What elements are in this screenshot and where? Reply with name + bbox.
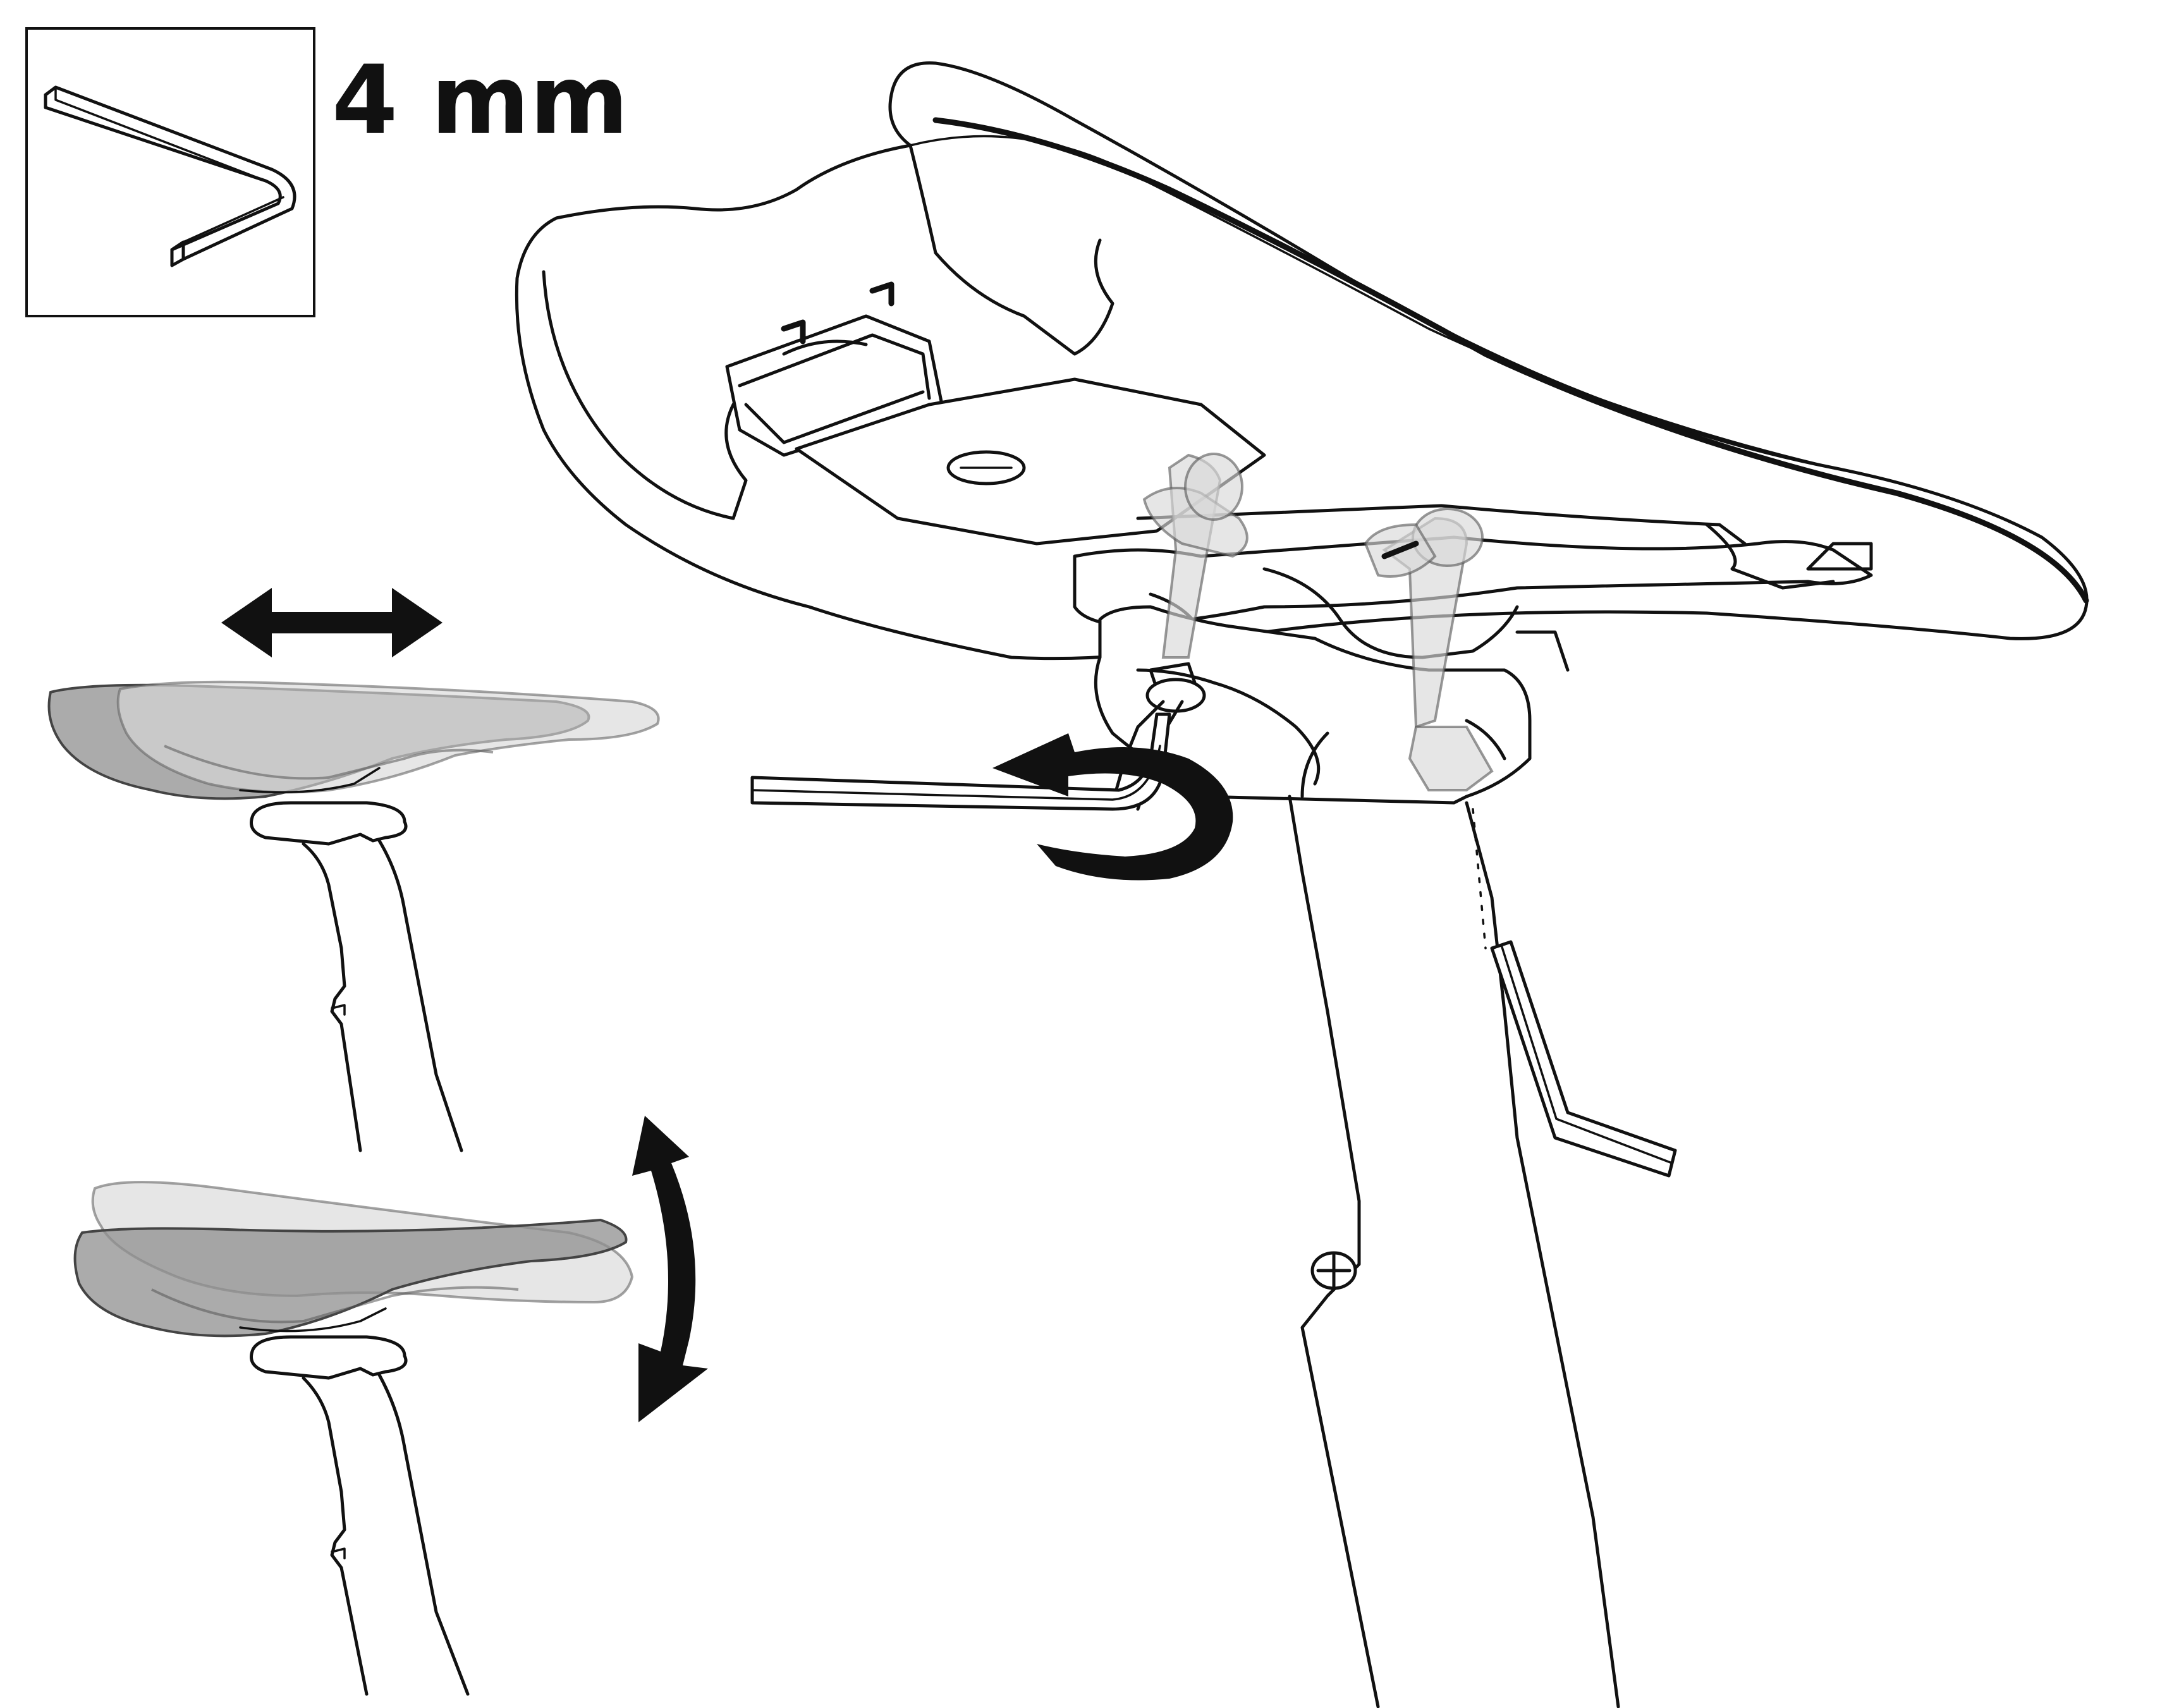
clamp-bolt-front xyxy=(1111,453,1248,811)
saddle-tilt-dark xyxy=(73,1218,628,1338)
seatpost xyxy=(1288,795,1380,1708)
plate-bolt xyxy=(946,450,1026,485)
clamp-bolt-rear xyxy=(1364,508,1494,791)
hex-key-icon xyxy=(44,85,296,267)
seatpost-bottom-figure xyxy=(250,1335,408,1380)
tool-box: 4 mm xyxy=(25,27,628,317)
double-horizontal-arrow-icon xyxy=(221,588,443,657)
post-clip xyxy=(1310,1251,1357,1290)
curved-double-arrow-icon xyxy=(632,1116,708,1422)
saddle-ghost-position xyxy=(116,680,660,794)
tool-size-label: 4 mm xyxy=(332,46,628,156)
seatpost-top-figure xyxy=(250,801,408,846)
fore-aft-figure xyxy=(47,588,660,1152)
main-saddle-figure xyxy=(515,61,2089,1708)
tilt-figure xyxy=(73,1116,708,1696)
rotate-counterclockwise-arrow-icon xyxy=(992,733,1233,881)
hex-key-rear xyxy=(1490,940,1677,1178)
